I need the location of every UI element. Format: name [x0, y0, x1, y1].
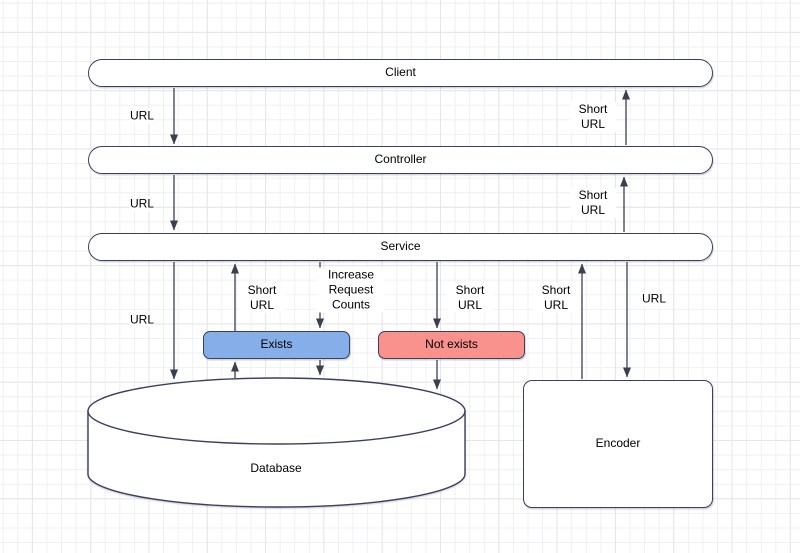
edge-label-url-client-controller: URL — [128, 108, 156, 124]
edge-label-increase-request-counts: Increase Request Counts — [317, 267, 385, 313]
node-encoder: Encoder — [523, 380, 713, 508]
database-cylinder-inner-arc — [87, 410, 466, 445]
node-encoder-label: Encoder — [595, 436, 641, 451]
edge-label-url-service-database: URL — [128, 312, 156, 328]
edge-label-shorturl-encoder-service: Short URL — [533, 283, 579, 313]
node-exists-label: Exists — [260, 337, 293, 352]
edge-label-shorturl-exists-service: Short URL — [239, 283, 285, 313]
node-controller: Controller — [88, 146, 713, 174]
edge-label-url-controller-service: URL — [128, 196, 156, 212]
edge-label-url-service-encoder: URL — [640, 291, 668, 307]
edge-label-shorturl-service-notexists: Short URL — [447, 283, 493, 313]
node-client-label: Client — [385, 65, 416, 80]
node-service-label: Service — [380, 239, 421, 254]
node-service: Service — [88, 233, 713, 261]
node-not-exists-label: Not exists — [425, 337, 478, 352]
node-controller-label: Controller — [374, 152, 427, 167]
node-database — [87, 377, 466, 508]
node-not-exists: Not exists — [378, 331, 525, 359]
node-database-label: Database — [250, 461, 302, 475]
edge-label-shorturl-service-controller: Short URL — [570, 188, 616, 218]
edge-label-shorturl-controller-client: Short URL — [570, 102, 616, 132]
node-client: Client — [88, 59, 713, 87]
node-exists: Exists — [203, 331, 350, 359]
database-cylinder-outline — [87, 377, 466, 508]
